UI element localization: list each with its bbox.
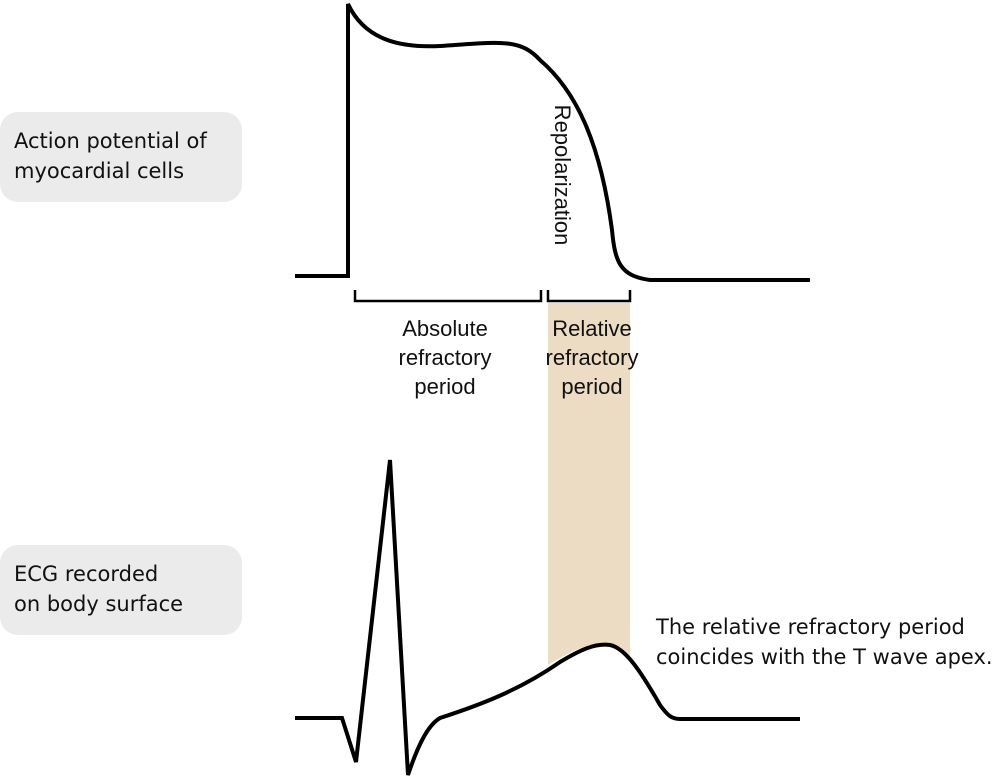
ecg-label-line1: ECG recorded: [14, 562, 159, 586]
annotation-line1: The relative refractory period: [656, 615, 965, 639]
relative-refractory-band: [548, 303, 630, 665]
absolute-label-line3: period: [414, 374, 476, 399]
action-potential-label-line2: myocardial cells: [14, 159, 185, 183]
relative-refractory-label: Relative refractory period: [538, 314, 646, 401]
ecg-curve: [295, 459, 800, 776]
relative-label-line2: refractory: [545, 345, 639, 370]
relative-refractory-bracket: [546, 290, 632, 303]
relative-label-line3: period: [561, 374, 623, 399]
ecg-label: ECG recorded on body surface: [0, 545, 242, 635]
t-wave-annotation: The relative refractory period coincides…: [656, 612, 993, 672]
ecg-label-line2: on body surface: [14, 592, 184, 616]
action-potential-label-line1: Action potential of: [14, 129, 207, 153]
annotation-line2: coincides with the T wave apex.: [656, 645, 993, 669]
absolute-label-line1: Absolute: [402, 316, 488, 341]
action-potential-label: Action potential of myocardial cells: [0, 112, 242, 202]
repolarization-label: Repolarization: [550, 104, 575, 246]
action-potential-curve: [295, 3, 810, 282]
absolute-refractory-label: Absolute refractory period: [380, 314, 510, 401]
absolute-refractory-bracket: [353, 290, 543, 303]
relative-label-line1: Relative: [552, 316, 632, 341]
absolute-label-line2: refractory: [398, 345, 492, 370]
